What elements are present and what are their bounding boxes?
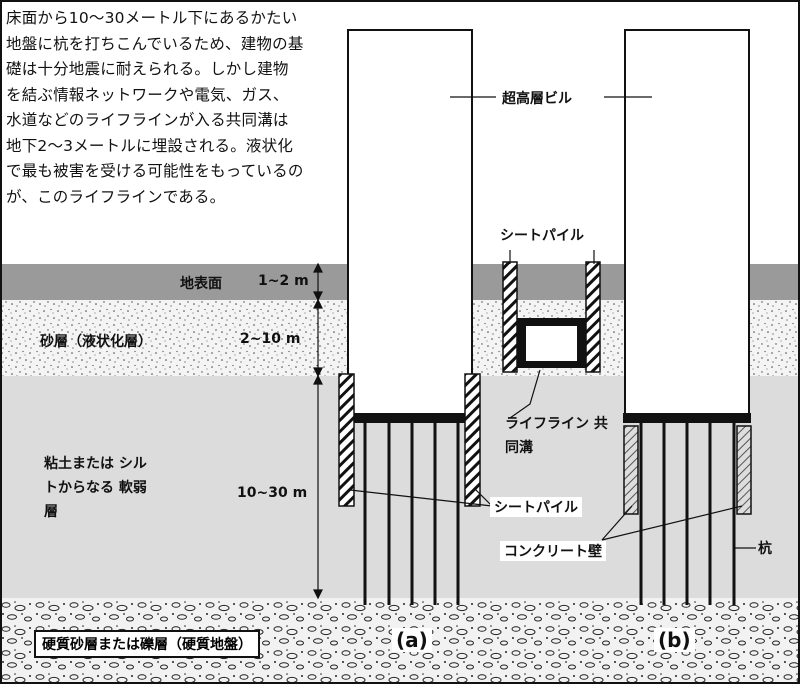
concrete-wall-b-right [736,425,752,515]
pile-label: 杭 [758,541,772,557]
sheet-pile-a-left [338,373,355,507]
sheet-pile-bottom-label: シートパイル [490,497,582,517]
sheet-pile-top-label: シートパイル [496,225,588,245]
hard-layer-label: 硬質砂層または礫層（硬質地盤） [34,630,260,658]
building-b [624,29,750,415]
figure-a-label: (a) [392,628,432,652]
building-label: 超高層ビル [498,88,576,108]
lifeline-tunnel-interior [526,326,577,361]
figure-b-label: (b) [654,628,695,652]
sheet-pile-tunnel-right [585,261,601,373]
piles-b [639,423,736,605]
depth-arrows [313,262,323,600]
piles-a [363,423,460,605]
sheet-pile-a-right [464,373,481,507]
sand-layer-label: 砂層（液状化層） [40,334,152,350]
surface-label: 地表面 [180,276,222,292]
concrete-wall-b-left [623,425,639,515]
sand-depth-label: 2~10 m [240,331,301,347]
sheet-pile-tunnel-left [502,261,518,373]
clay-depth-label: 10~30 m [237,485,308,501]
leader-lines [349,96,756,549]
concrete-wall-label: コンクリート壁 [500,541,606,561]
foundation-slab-a [346,413,474,423]
building-a [347,29,473,415]
intro-text: 床面から10〜30メートル下にあるかたい地盤に杭を打ちこんでいるため、建物の基礎… [6,9,304,206]
lifeline-tunnel-label: ライフライン 共同溝 [505,416,608,456]
foundation-slab-b [623,413,751,423]
clay-layer-label: 粘土または シルトからなる 軟弱層 [44,456,147,520]
surface-depth-label: 1~2 m [258,273,309,289]
